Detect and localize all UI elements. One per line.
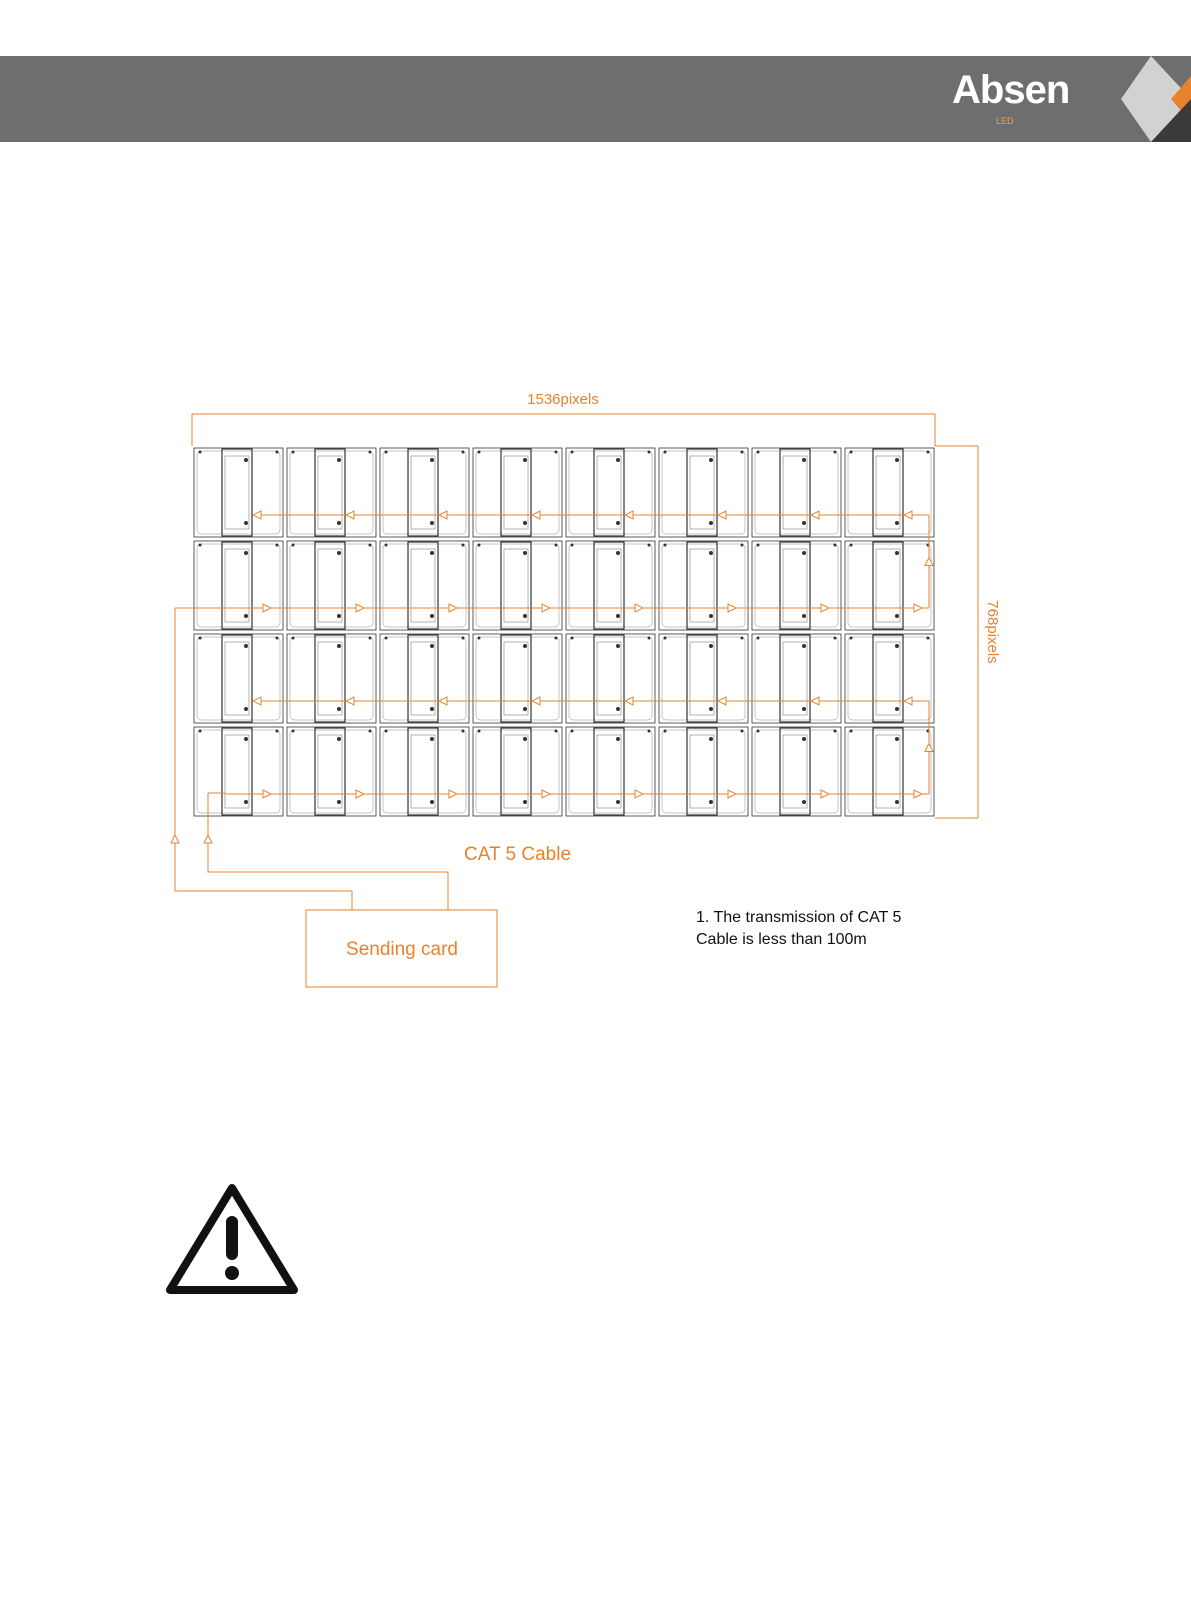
cable-routing — [225, 511, 933, 798]
cabinet — [659, 634, 748, 723]
cable-arrow — [904, 511, 912, 519]
cabinet — [566, 448, 655, 537]
cable-label: CAT 5 Cable — [464, 844, 571, 865]
cabinet — [287, 448, 376, 537]
cabinet — [659, 727, 748, 816]
cable-arrow — [263, 790, 271, 798]
cabinet — [752, 541, 841, 630]
cable-arrow — [625, 697, 633, 705]
cable-arrow — [449, 604, 457, 612]
cabinet — [566, 541, 655, 630]
cable-arrow — [925, 558, 933, 566]
cable-arrow — [635, 604, 643, 612]
note-line-2: Cable is less than 100m — [696, 931, 867, 948]
cable-arrow — [914, 604, 922, 612]
cabinet — [845, 634, 934, 723]
cabinet — [287, 727, 376, 816]
cable-arrow — [346, 697, 354, 705]
cabinet — [566, 727, 655, 816]
cable-arrow — [904, 697, 912, 705]
cabinet — [287, 634, 376, 723]
cable-arrow — [356, 790, 364, 798]
feed-arrow-2 — [204, 835, 212, 843]
feed-cables — [175, 608, 448, 910]
cable-arrow — [439, 697, 447, 705]
cable-arrow — [532, 697, 540, 705]
cable-arrow — [718, 697, 726, 705]
cable-arrow — [811, 511, 819, 519]
sending-card-label: Sending card — [346, 939, 458, 960]
cabinet — [473, 541, 562, 630]
cabinet — [473, 634, 562, 723]
cabinet — [659, 541, 748, 630]
cabinet — [566, 634, 655, 723]
cabinet — [380, 541, 469, 630]
cabinet — [194, 634, 283, 723]
cabinet — [473, 727, 562, 816]
cable-arrow — [718, 511, 726, 519]
cabinet — [752, 727, 841, 816]
cable-arrow — [625, 511, 633, 519]
cabinet — [845, 541, 934, 630]
cabinet — [473, 448, 562, 537]
cabinet — [380, 634, 469, 723]
cable-arrow — [925, 744, 933, 752]
cable-arrow — [914, 790, 922, 798]
cable-arrow — [542, 604, 550, 612]
cable-arrow — [449, 790, 457, 798]
note-line-1: 1. The transmission of CAT 5 — [696, 909, 902, 926]
cabinet — [380, 727, 469, 816]
height-label: 768pixels — [984, 600, 1001, 663]
cabinet — [752, 634, 841, 723]
cabinet — [845, 448, 934, 537]
cable-arrow — [253, 697, 261, 705]
cable-arrow — [728, 790, 736, 798]
feed-arrow-1 — [171, 835, 179, 843]
cable-arrow — [821, 604, 829, 612]
height-dimension — [935, 446, 978, 818]
width-label: 1536pixels — [527, 391, 599, 408]
cable-arrow — [439, 511, 447, 519]
cable-arrow — [811, 697, 819, 705]
cable-arrow — [356, 604, 364, 612]
cabinet-grid — [194, 448, 934, 816]
cable-arrow — [821, 790, 829, 798]
cabinet — [194, 448, 283, 537]
cable-arrow — [728, 604, 736, 612]
cabinet — [380, 448, 469, 537]
cable-arrow — [635, 790, 643, 798]
cabinet — [845, 727, 934, 816]
warning-triangle-icon — [170, 1188, 294, 1290]
cabinet — [194, 541, 283, 630]
cabinet — [659, 448, 748, 537]
cabinet — [752, 448, 841, 537]
cable-arrow — [253, 511, 261, 519]
cabinet — [194, 727, 283, 816]
cable-arrow — [542, 790, 550, 798]
cable-arrow — [346, 511, 354, 519]
cabinet — [287, 541, 376, 630]
cable-arrow — [532, 511, 540, 519]
cable-arrow — [263, 604, 271, 612]
width-dimension — [192, 414, 935, 446]
